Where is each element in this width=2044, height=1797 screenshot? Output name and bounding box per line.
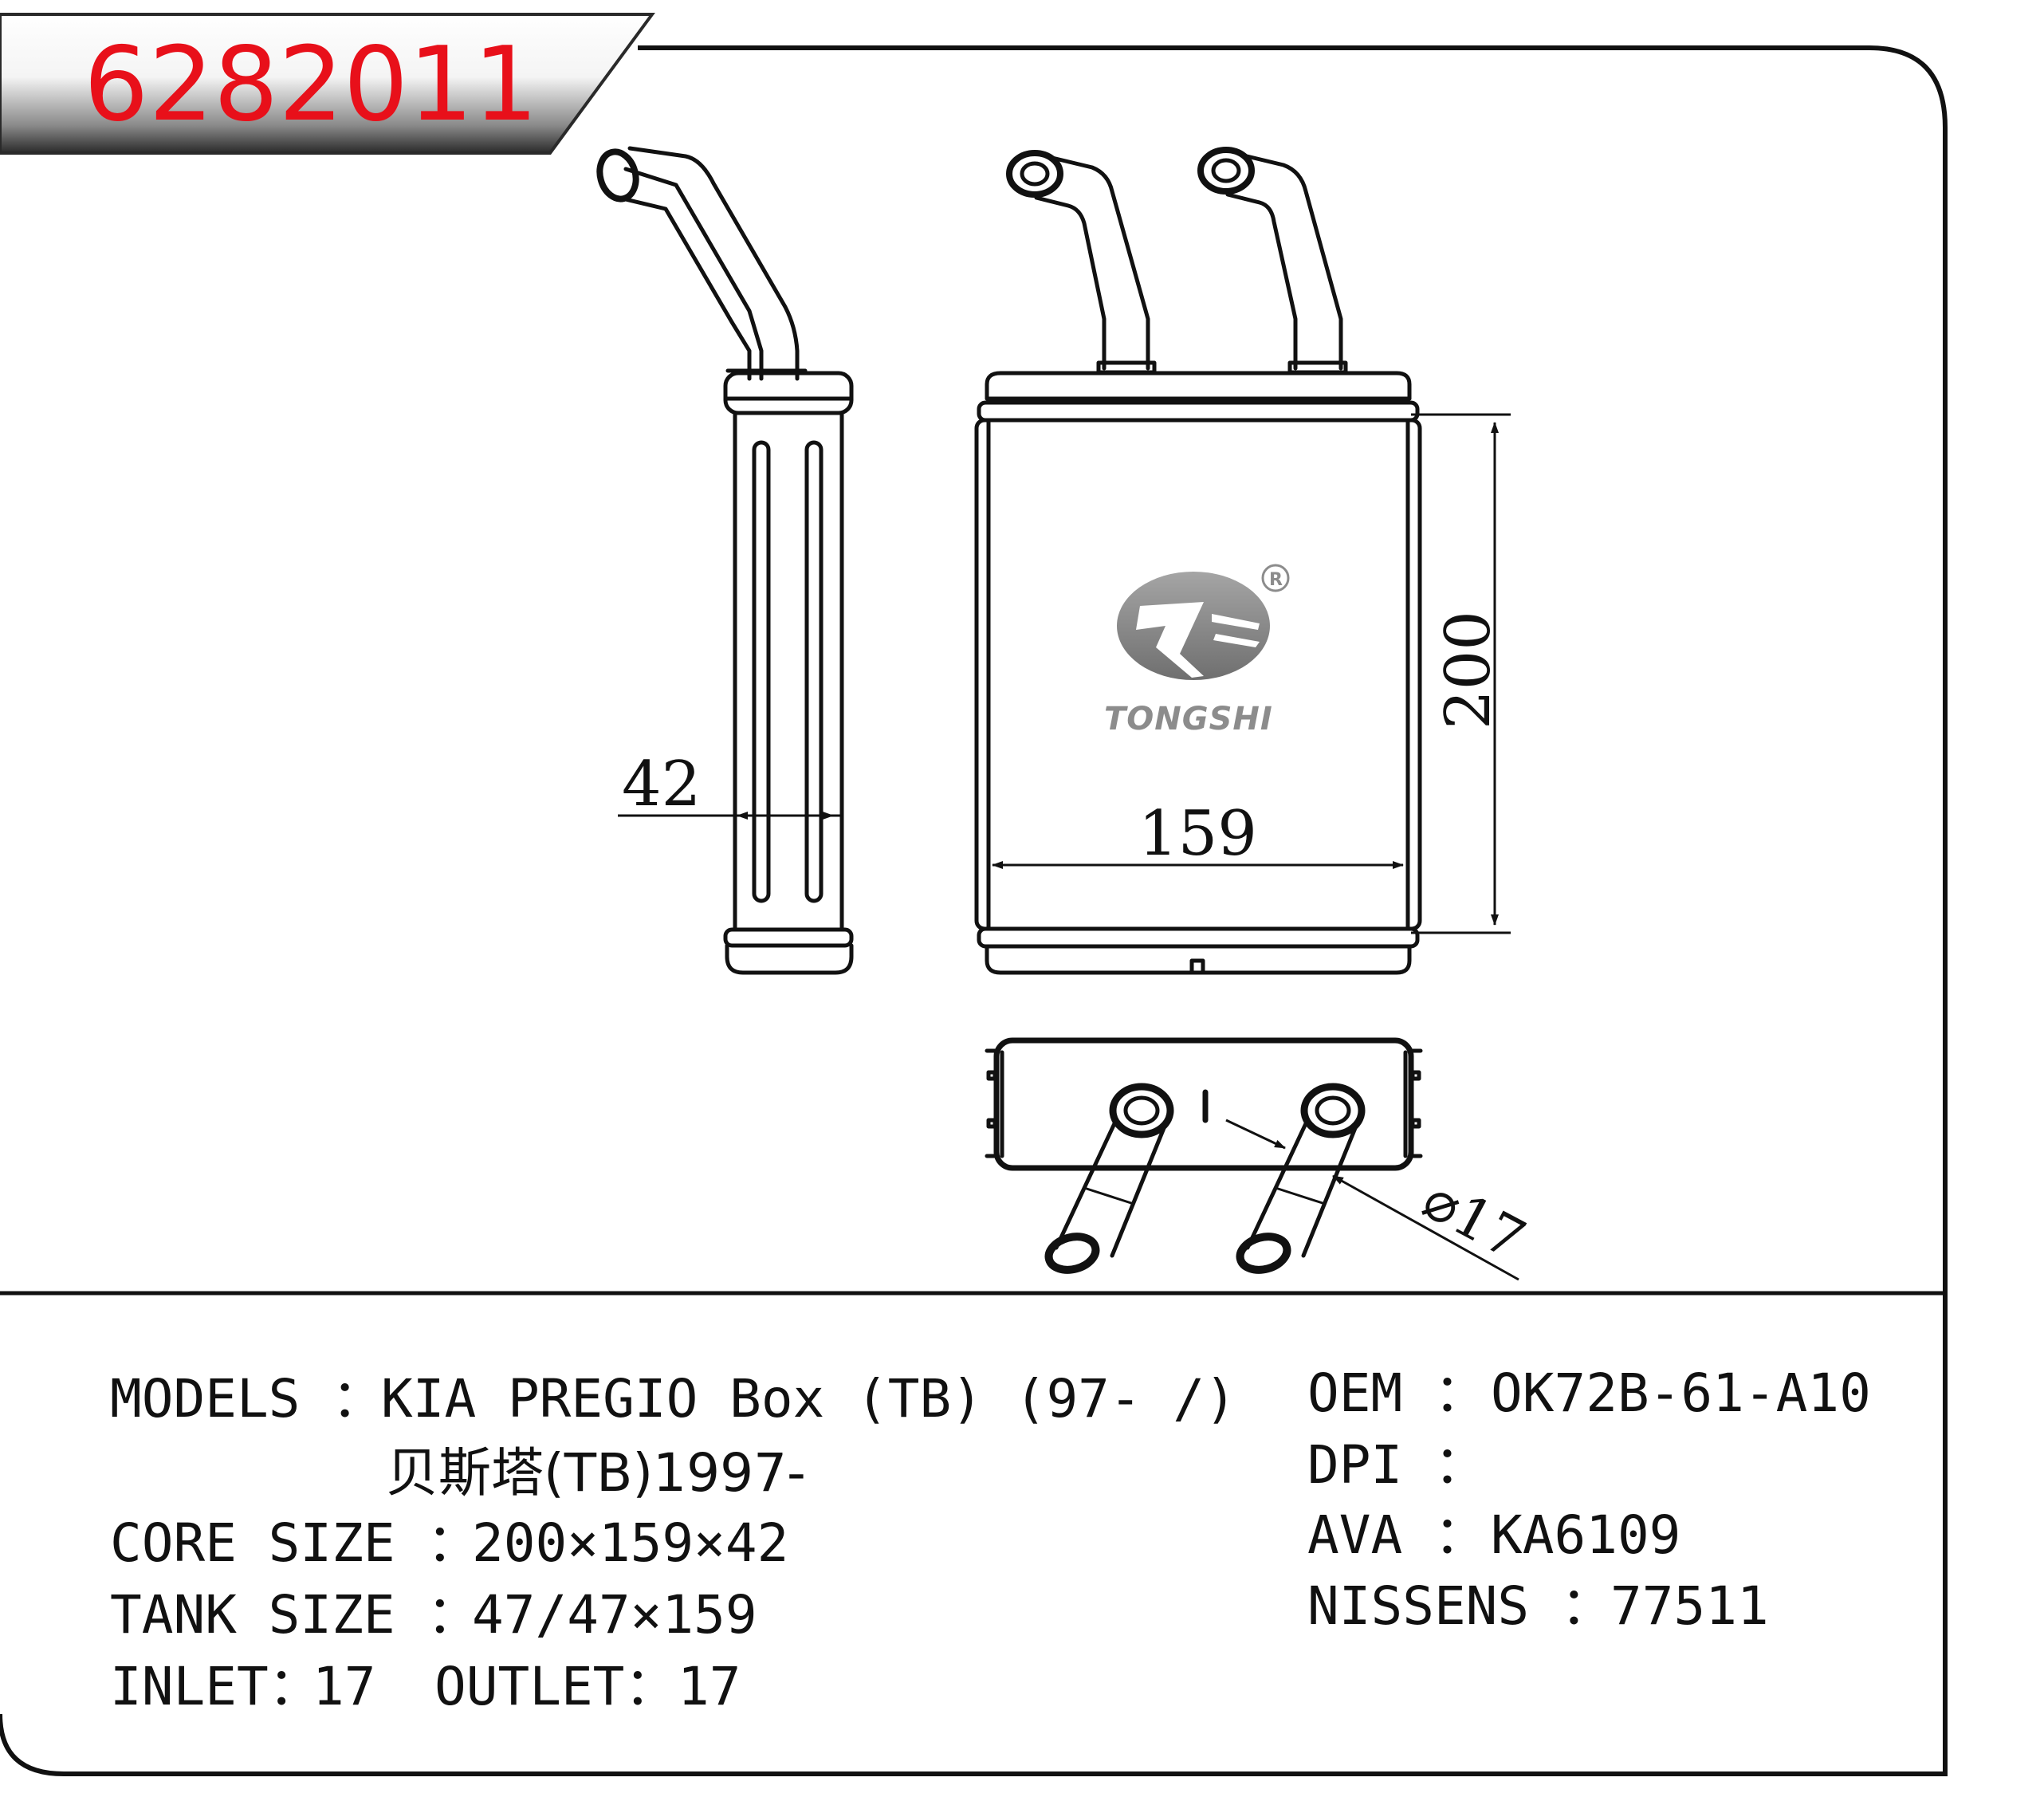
- dim-height: [1411, 413, 1511, 934]
- registered-mark: R: [1269, 570, 1283, 590]
- outlet-label: OUTLET：: [434, 1656, 678, 1717]
- part-number: 6282011: [84, 26, 538, 144]
- tank-size-value: 47/47×159: [472, 1584, 757, 1646]
- top-view: [985, 1037, 1423, 1274]
- nissens-label: NISSENS ：: [1307, 1575, 1614, 1637]
- nissens-value: 77511: [1610, 1575, 1769, 1637]
- dim-width-label: 159: [1138, 798, 1257, 870]
- dim-pipe-diameter: [1225, 1119, 1519, 1281]
- ava-value: KA6109: [1491, 1504, 1681, 1566]
- brand-name: TONGSHI: [1104, 701, 1273, 737]
- dim-pipe-diameter-label: ⌀17: [1413, 1166, 1535, 1273]
- core-size-value: 200×159×42: [472, 1512, 789, 1574]
- outlet-value: 17: [678, 1656, 741, 1717]
- dim-thickness-label: 42: [622, 749, 701, 820]
- frame: [0, 45, 1948, 1776]
- dim-height-label: 200: [1433, 611, 1504, 729]
- models-label: MODELS ：: [110, 1368, 385, 1429]
- ava-label: AVA ：: [1307, 1504, 1487, 1566]
- front-view: [974, 147, 1422, 975]
- oem-value: OK72B-61-A10: [1491, 1362, 1871, 1424]
- part-number-tab: 6282011: [0, 13, 655, 155]
- oem-label: OEM ：: [1307, 1362, 1487, 1424]
- tank-size-label: TANK SIZE ：: [110, 1584, 480, 1646]
- core-size-label: CORE SIZE ：: [110, 1512, 480, 1574]
- dpi-label: DPI ：: [1307, 1434, 1487, 1496]
- inlet-label: INLET：: [110, 1656, 321, 1717]
- tongshi-logo: R TONGSHI: [1104, 564, 1290, 737]
- models-value: KIA PREGIO Box (TB) (97- /): [381, 1368, 1236, 1429]
- inlet-value: 17: [312, 1656, 376, 1717]
- side-view: [596, 146, 854, 975]
- models-value-cn: 贝斯塔(TB)1997-: [386, 1442, 806, 1504]
